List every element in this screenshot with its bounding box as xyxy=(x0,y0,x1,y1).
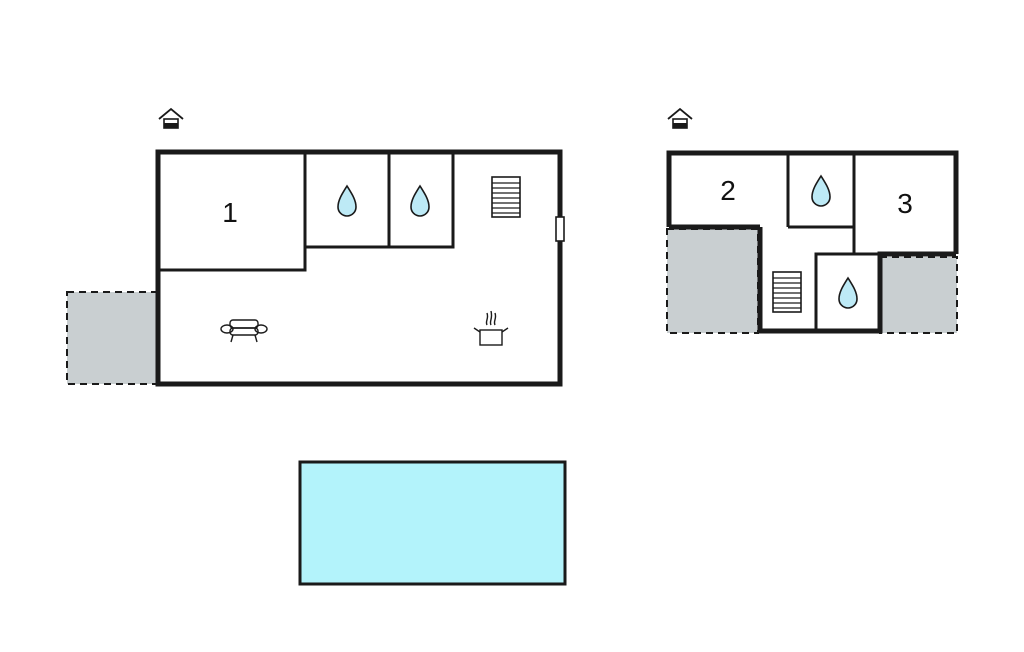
bedroom-1-walls xyxy=(160,154,307,272)
upper-floor-outline xyxy=(666,150,959,254)
cooking-pot-icon xyxy=(473,310,509,346)
sofa-icon xyxy=(220,319,268,343)
ground-floor-outline xyxy=(155,149,563,387)
house-entrance-icon xyxy=(158,108,184,129)
upper-floor: 2 3 xyxy=(666,108,959,334)
room-label-3: 3 xyxy=(897,188,913,219)
house-entrance-icon xyxy=(667,108,693,129)
terrace-area xyxy=(66,291,158,385)
water-drop-icon xyxy=(811,175,831,207)
terrace-area xyxy=(879,256,958,334)
room-label-2: 2 xyxy=(720,175,736,206)
terrace-area xyxy=(666,228,759,334)
stairs-icon xyxy=(491,176,521,218)
water-drop-icon xyxy=(838,277,858,309)
bathroom-walls xyxy=(305,154,455,249)
water-drop-icon xyxy=(337,185,357,217)
stairs-icon xyxy=(772,271,802,313)
water-drop-icon xyxy=(410,185,430,217)
lower-bathroom-walls xyxy=(814,252,854,331)
hall-walls xyxy=(757,227,956,334)
ground-floor: 1 xyxy=(66,108,565,387)
room-label-1: 1 xyxy=(222,197,238,228)
pool-area xyxy=(298,460,567,586)
door-icon xyxy=(555,216,565,242)
